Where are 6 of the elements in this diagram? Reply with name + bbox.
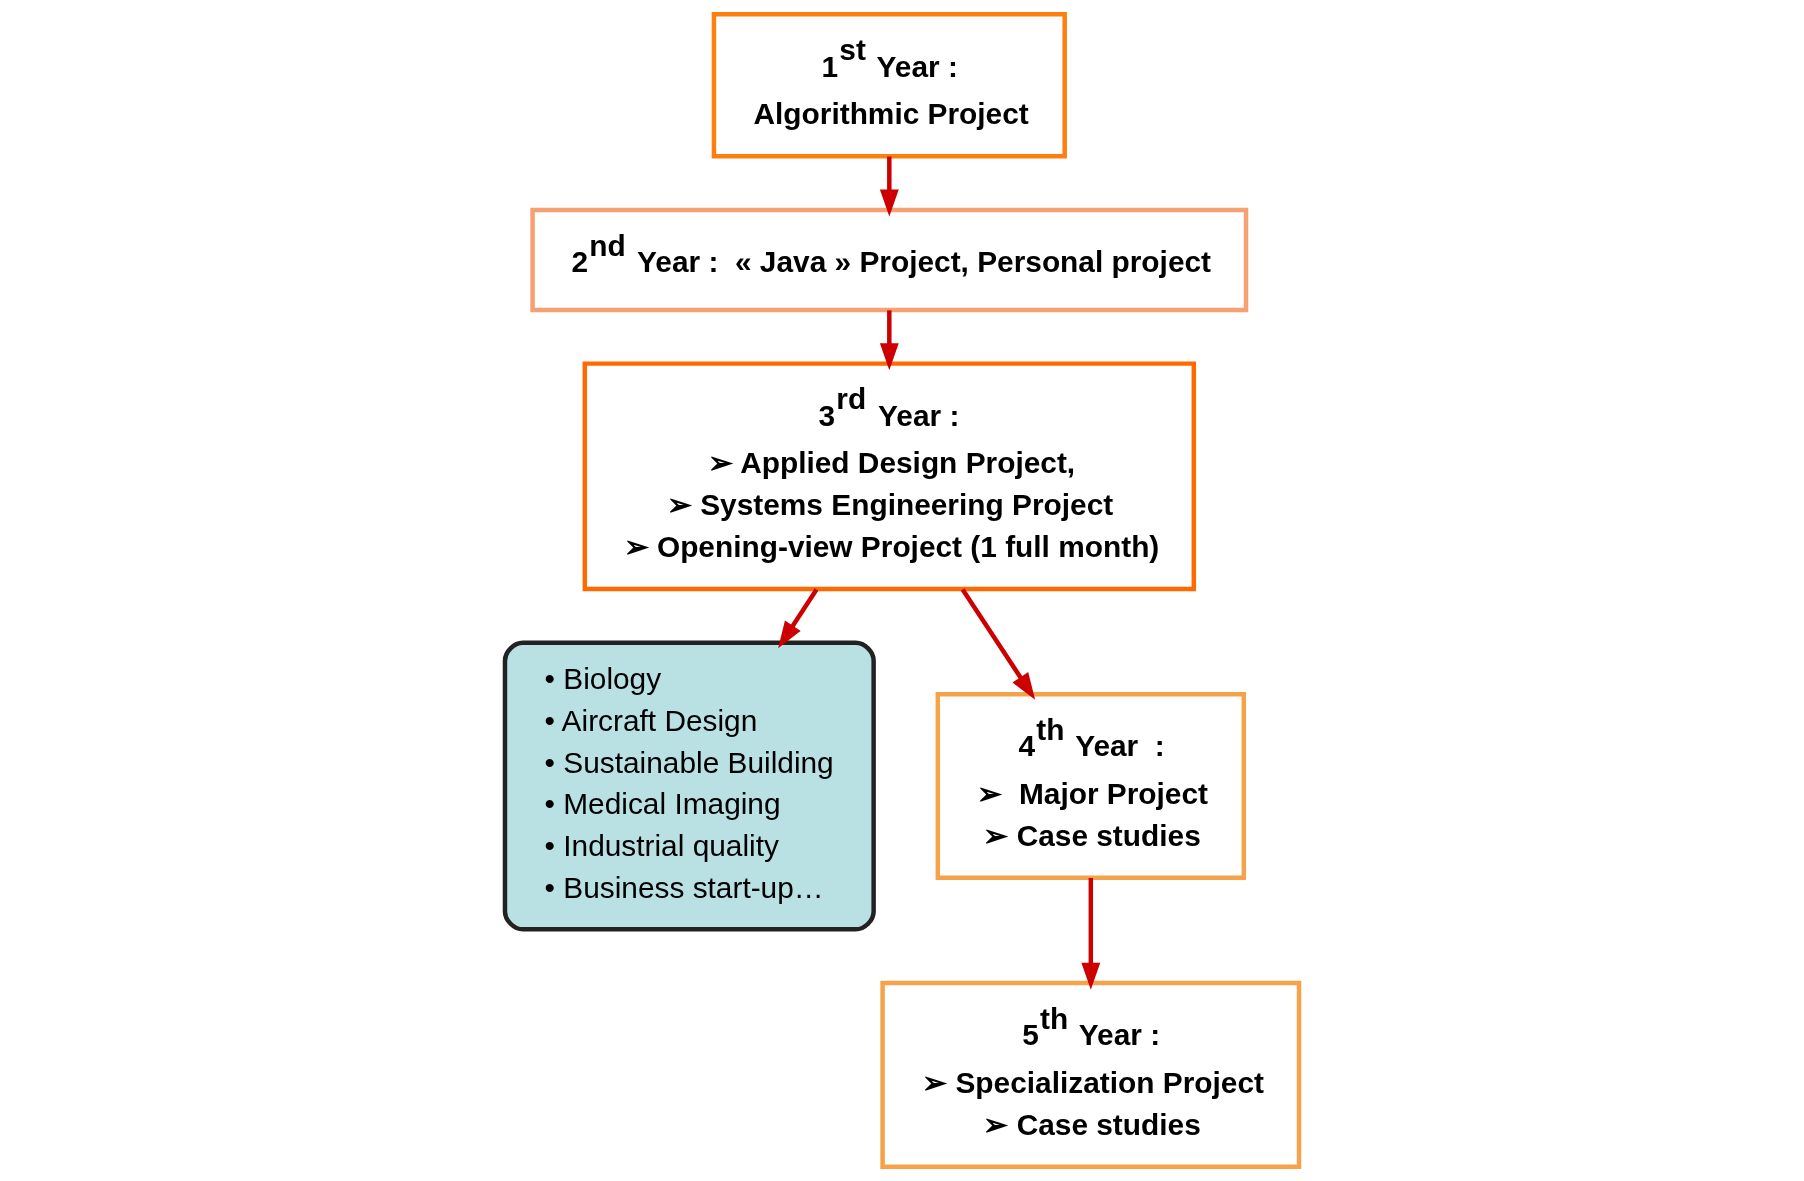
arrow bbox=[879, 156, 899, 217]
node-box: • Biology • Aircraft Design • Sustainable Building • Medical Imaging • Industrial quality • Business start-up… bbox=[502, 640, 876, 932]
arrow bbox=[879, 310, 899, 371]
arrow bbox=[1081, 877, 1101, 990]
arrow bbox=[778, 588, 819, 649]
arrow bbox=[960, 588, 1036, 700]
